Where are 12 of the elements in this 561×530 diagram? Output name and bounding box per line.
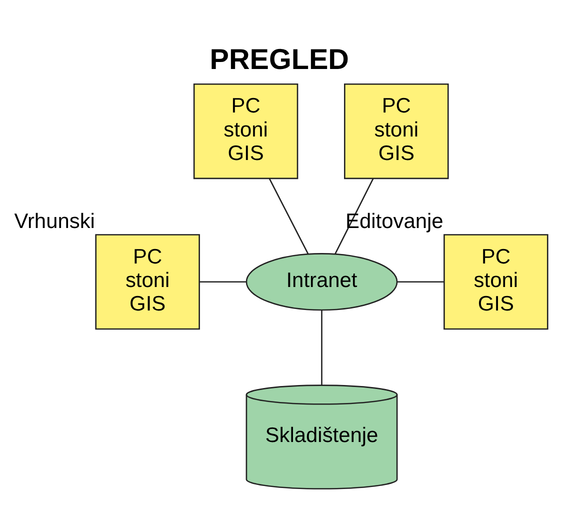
connector xyxy=(397,280,444,282)
connector xyxy=(334,178,374,254)
node-box: PC stoni GIS xyxy=(95,234,200,330)
connector xyxy=(200,280,246,282)
connector xyxy=(321,310,322,385)
node-label: Vrhunski xyxy=(14,209,95,232)
node-box: PC stoni GIS xyxy=(193,82,298,179)
node-box: PC stoni GIS xyxy=(444,234,548,330)
diagram-title: PREGLED xyxy=(210,44,350,76)
connector xyxy=(268,178,309,254)
node-ellipse: Intranet xyxy=(246,252,398,310)
node-box: PC stoni GIS xyxy=(344,82,449,179)
